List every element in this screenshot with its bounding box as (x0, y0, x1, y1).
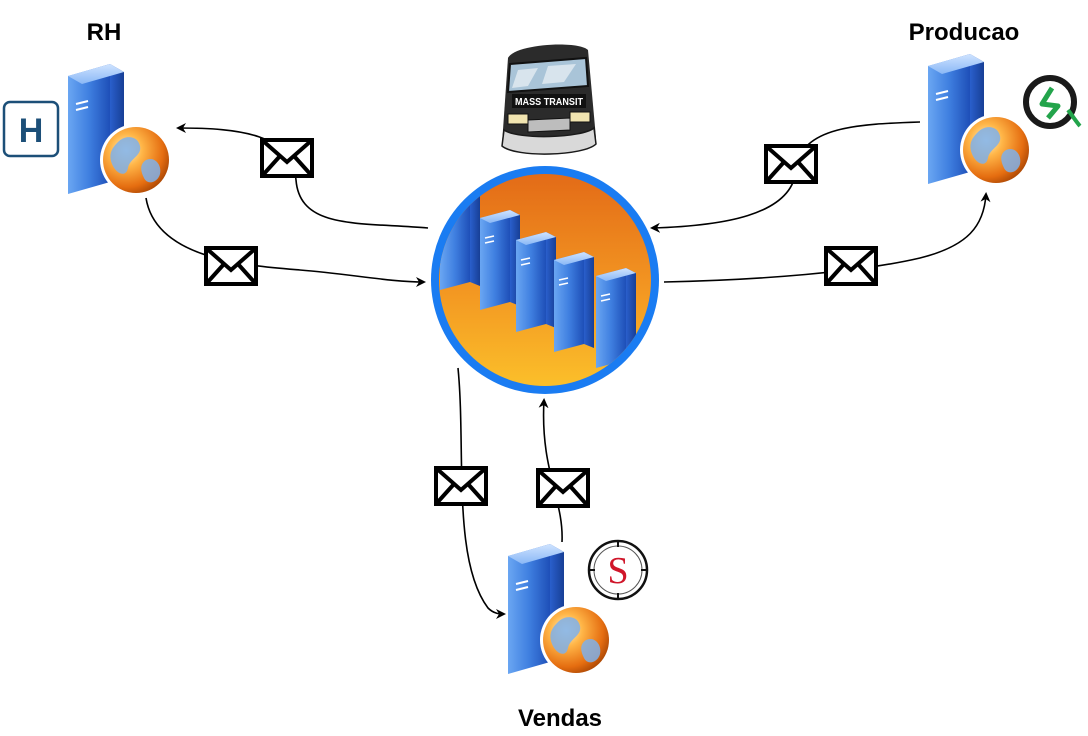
envelope-icon (260, 138, 314, 178)
clock-arrow-icon (1023, 75, 1082, 129)
connector-hub-to-producao (663, 192, 991, 283)
node-vendas-label: Vendas (518, 705, 602, 732)
bus-logo-text: MASS TRANSIT (515, 97, 583, 108)
server-with-globe-icon (67, 63, 173, 197)
stopwatch-s-icon: S (587, 539, 649, 601)
node-producao-label: Producao (909, 19, 1020, 46)
node-vendas[interactable]: S Vendas (507, 539, 649, 732)
connector-hub-to-vendas (457, 367, 506, 619)
envelope-icon (824, 246, 878, 286)
hospital-h-icon: H (2, 100, 60, 158)
connector-rh-to-hub (145, 197, 426, 287)
vendas-badge-text: S (607, 550, 628, 592)
node-rh-label: RH (87, 19, 122, 46)
message-bus-hub[interactable] (431, 166, 659, 394)
envelope-icon (204, 246, 258, 286)
envelope-icon (536, 468, 590, 508)
node-rh[interactable]: RH H (2, 19, 173, 197)
rh-badge-text: H (19, 112, 44, 150)
connector-hub-to-rh (176, 123, 429, 229)
server-with-globe-icon (927, 53, 1033, 187)
envelope-icon (434, 466, 488, 506)
envelope-icon (764, 144, 818, 184)
mass-transit-bus-icon: MASS TRANSIT (501, 44, 597, 155)
node-producao[interactable]: Producao (909, 19, 1082, 187)
